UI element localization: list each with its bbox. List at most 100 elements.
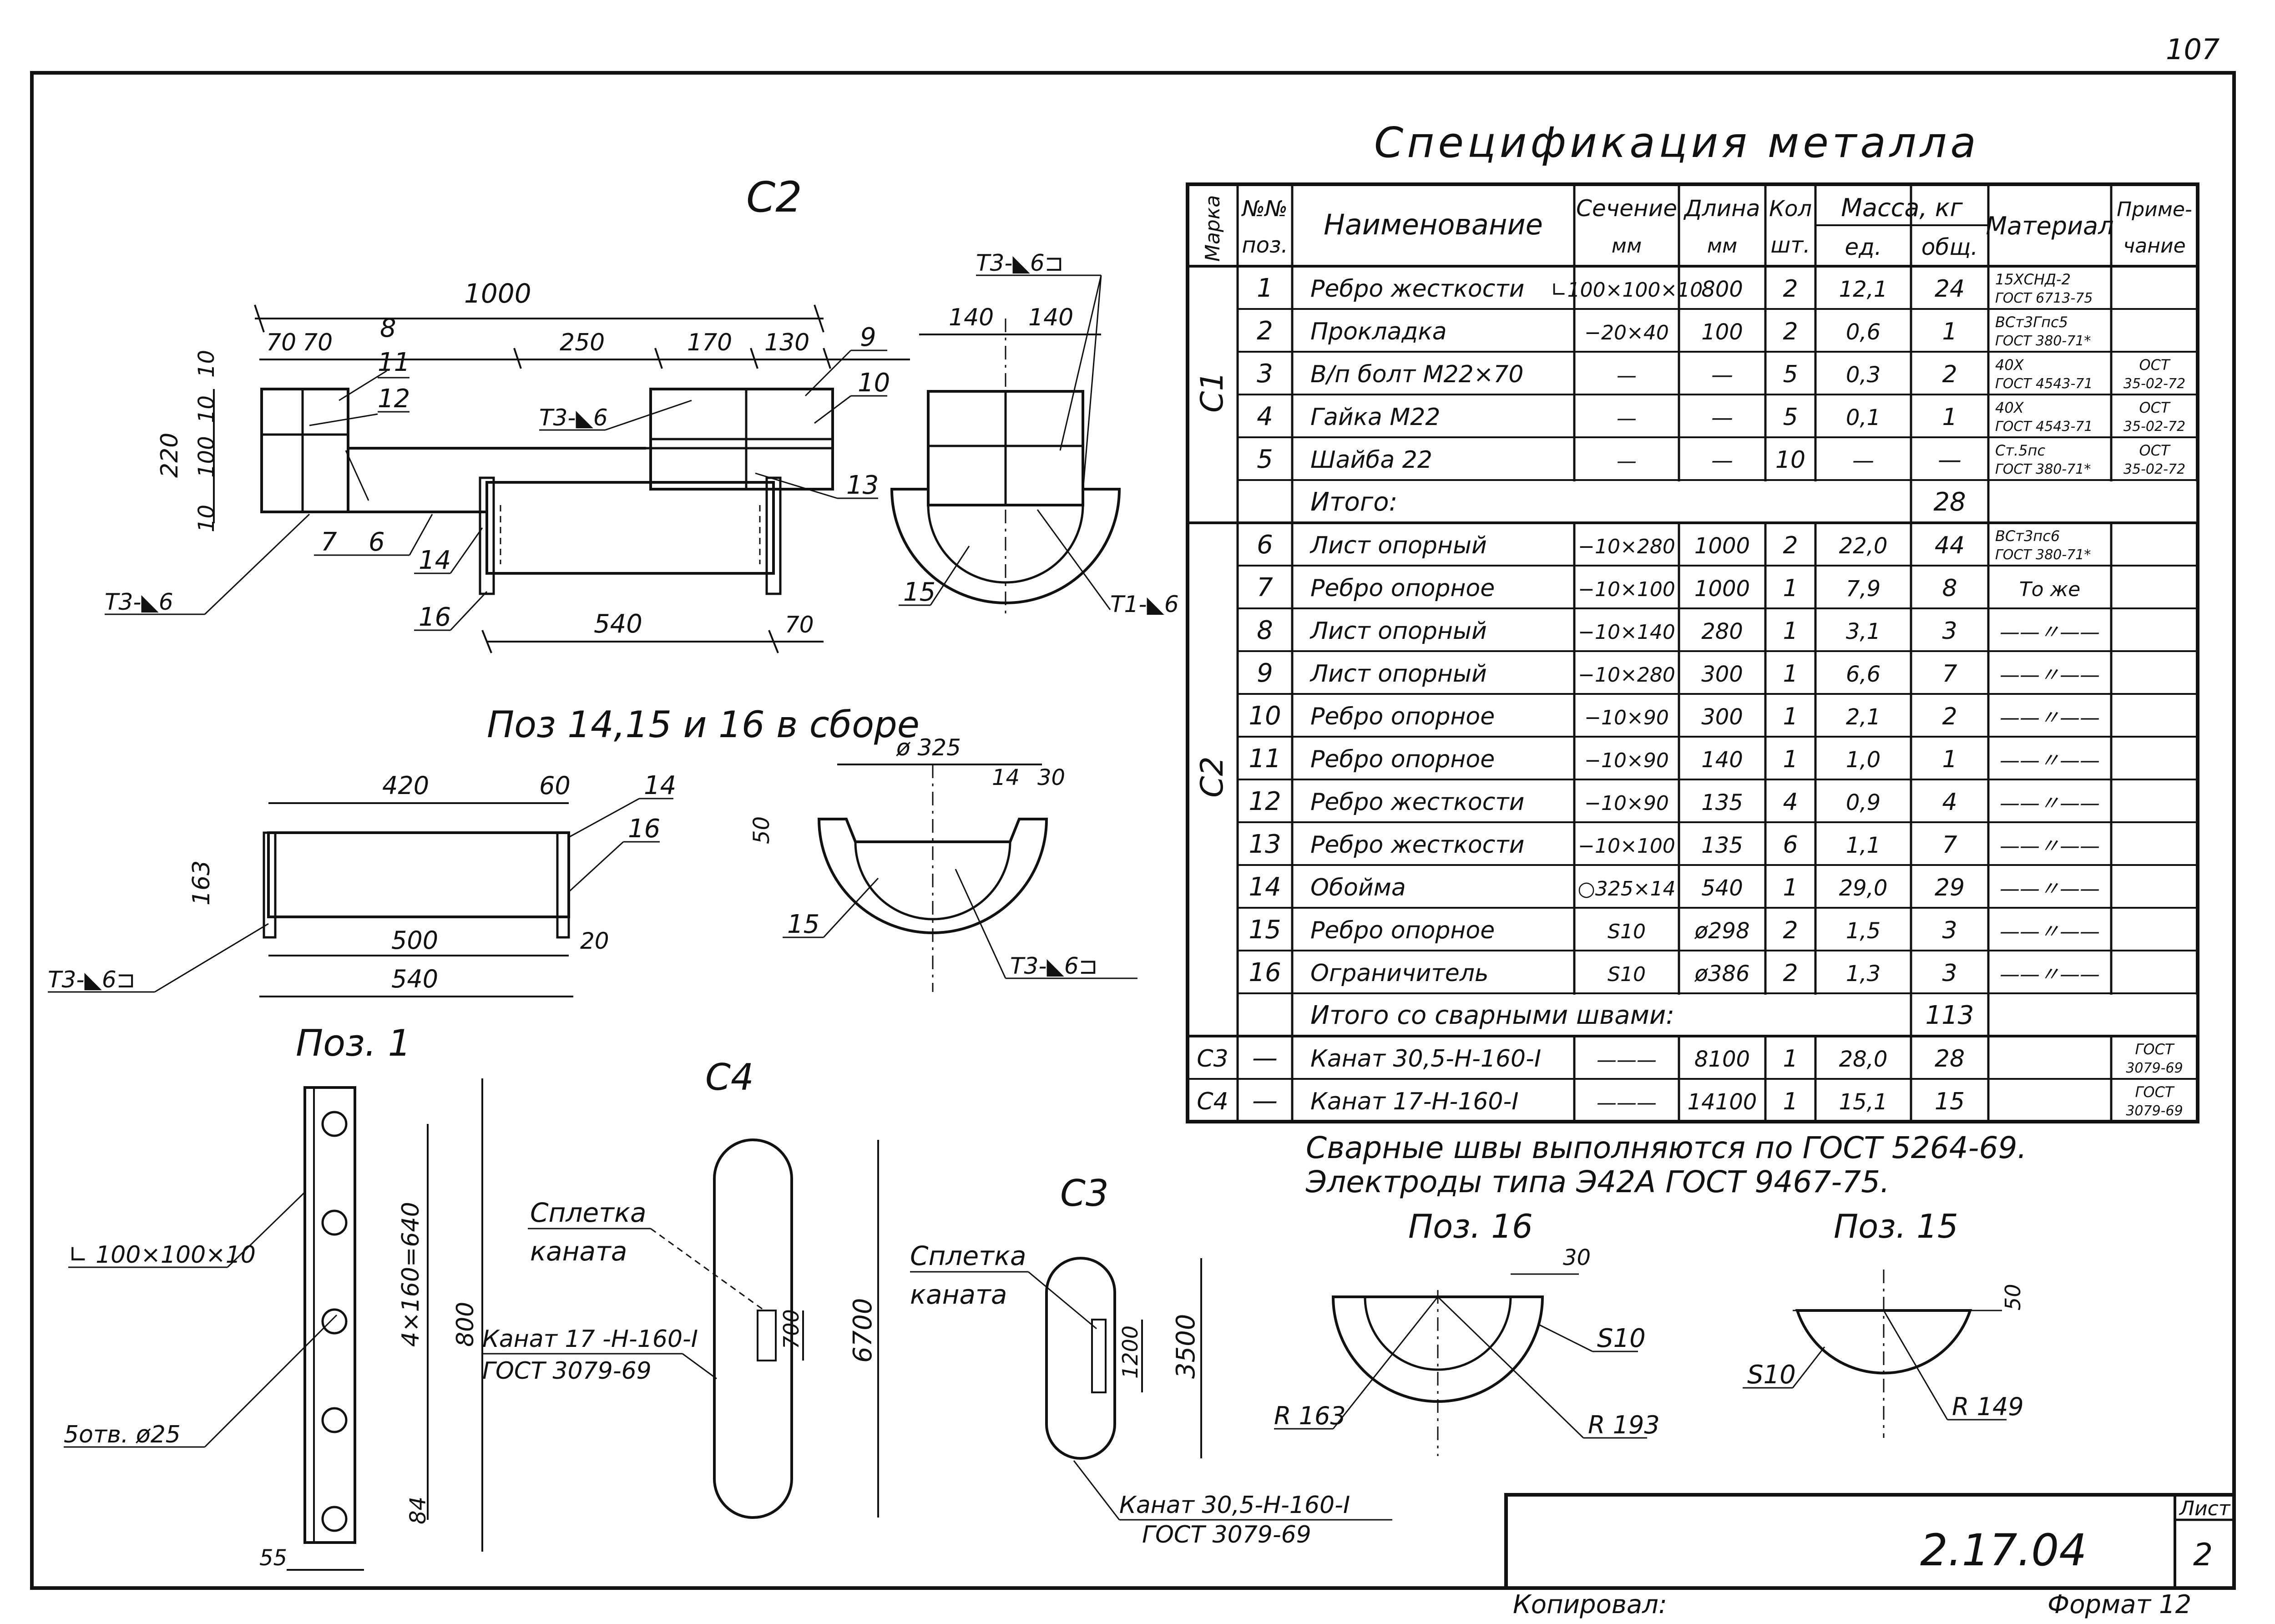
spec-row-length: 800 <box>1701 277 1743 302</box>
c2-dim-130: 130 <box>764 329 809 356</box>
pos15-title: Поз. 15 <box>1834 1207 1958 1245</box>
spec-row-total-mass: 3 <box>1942 917 1957 944</box>
pos1-holes-label: 5отв. ø25 <box>64 1421 181 1448</box>
pos1-dim-55: 55 <box>259 1545 287 1571</box>
spec-group-total-label: Итого со сварными швами: <box>1310 1001 1674 1030</box>
c2-dim-100: 100 <box>194 436 219 478</box>
spec-row-pos: 14 <box>1249 872 1281 902</box>
header-mass-total: общ. <box>1921 234 1978 260</box>
spec-row-unit-mass: 3,1 <box>1846 619 1881 644</box>
spec-row-name: Ребро опорное <box>1310 917 1495 944</box>
spec-row-qty: 1 <box>1783 660 1798 688</box>
header-note-1: Приме- <box>2117 198 2192 221</box>
spec-row-qty: 2 <box>1783 532 1798 559</box>
spec-row-section: — <box>1617 407 1637 430</box>
spec-row-name: Канат 17-Н-160-I <box>1310 1088 1519 1115</box>
spec-row-length: 135 <box>1701 833 1743 858</box>
c2-dim-10a: 10 <box>194 350 219 378</box>
spec-row-length: 8100 <box>1694 1047 1750 1072</box>
header-length-1: Длина <box>1684 195 1760 222</box>
spec-row-note: ОСТ <box>2139 442 2171 459</box>
spec-row-section: S10 <box>1608 963 1646 986</box>
spec-row-qty: 5 <box>1783 361 1798 388</box>
assembly-dim-540: 540 <box>391 965 438 993</box>
c2-dim-220: 220 <box>156 433 183 478</box>
spec-row-unit-mass: 15,1 <box>1839 1089 1888 1115</box>
spec-row-unit-mass: 1,3 <box>1846 961 1881 987</box>
c3-splice-1: Сплетка <box>910 1240 1026 1271</box>
assembly-dim-163: 163 <box>188 860 215 906</box>
spec-row-material-std: ГОСТ 380-71* <box>1995 547 2091 563</box>
spec-row-section: −10×90 <box>1584 792 1669 815</box>
spec-row-length: 300 <box>1701 662 1743 687</box>
bolt-hole-5 <box>321 1506 348 1532</box>
spec-row-unit-mass: — <box>1852 448 1874 473</box>
spec-row-pos: 2 <box>1257 316 1273 346</box>
c2-dim-1000: 1000 <box>464 278 531 309</box>
spec-row-name: Ограничитель <box>1310 960 1489 987</box>
spec-row-section: −10×280 <box>1578 663 1675 687</box>
assembly-dim-60: 60 <box>539 771 571 800</box>
spec-row-material: ——〃—— <box>2000 963 2100 986</box>
spec-row-pos: 1 <box>1257 273 1273 303</box>
view-assembly: Поз 14,15 и 16 в сборе 420 60 14 16 163 … <box>48 703 1138 997</box>
spec-row-pos: 9 <box>1257 658 1273 688</box>
spec-row-length: 280 <box>1701 619 1743 644</box>
spec-row-pos: 6 <box>1257 530 1273 560</box>
c4-title: С4 <box>705 1056 754 1098</box>
spec-row-material: 15ХСНД-2 <box>1995 271 2071 288</box>
spec-row-note-std: 35-02-72 <box>2123 419 2185 435</box>
assembly-dim-500: 500 <box>391 926 438 955</box>
spec-row-unit-mass: 0,1 <box>1846 405 1881 430</box>
spec-row-unit-mass: 0,6 <box>1846 319 1881 345</box>
spec-row-unit-mass: 1,5 <box>1846 918 1881 944</box>
c4-splice-2: каната <box>530 1236 627 1267</box>
spec-row-unit-mass: 22,0 <box>1839 533 1888 559</box>
spec-row-section: ○325×14 <box>1577 877 1675 901</box>
spec-row-pos: — <box>1252 1043 1278 1073</box>
assembly-title: Поз 14,15 и 16 в сборе <box>487 703 920 746</box>
spec-row-section: −10×100 <box>1578 578 1675 601</box>
spec-row-total-mass: 8 <box>1942 575 1957 602</box>
spec-row-section: −10×140 <box>1578 621 1675 644</box>
header-qty-2: шт. <box>1770 233 1810 258</box>
c2-mark-15: 15 <box>903 577 935 607</box>
spec-row-pos: 10 <box>1249 701 1281 731</box>
spec-row-pos: 7 <box>1257 573 1273 602</box>
spec-row-qty: 2 <box>1783 960 1798 987</box>
spec-row-material: ——〃—— <box>2000 621 2100 644</box>
spec-row-length: ø298 <box>1694 918 1750 944</box>
spec-row-section: ——— <box>1597 1091 1657 1114</box>
c2-dim-140b: 140 <box>1028 304 1073 331</box>
spec-row-pos: 16 <box>1249 958 1281 987</box>
spec-row-name: Канат 30,5-Н-160-I <box>1310 1045 1541 1073</box>
c4-dim-6700: 6700 <box>848 1298 878 1363</box>
view-pos15: Поз. 15 50 S10 R 149 <box>1743 1207 2025 1438</box>
spec-row-total-mass: 1 <box>1942 746 1957 773</box>
spec-row-unit-mass: 1,1 <box>1846 833 1881 858</box>
c3-title: С3 <box>1060 1172 1109 1214</box>
spec-row-material-std: ГОСТ 380-71* <box>1995 461 2091 477</box>
header-note-2: чание <box>2123 234 2185 258</box>
spec-row-material-std: ГОСТ 6713-75 <box>1995 290 2093 306</box>
c3-rope-2: ГОСТ 3079-69 <box>1142 1521 1311 1548</box>
spec-row-material: То же <box>2019 578 2081 601</box>
c2-dim-10b: 10 <box>194 505 219 532</box>
spec-group-mark: С1 <box>1194 371 1230 413</box>
assembly-dim-20: 20 <box>580 928 609 954</box>
header-section-2: мм <box>1612 234 1642 258</box>
spec-group-total: 28 <box>1933 487 1966 517</box>
spec-row-note: ОСТ <box>2139 356 2171 374</box>
header-material: Материал <box>1986 212 2113 240</box>
spec-row-length: 140 <box>1701 747 1743 773</box>
c2-weld-4: Т1-◣6 <box>1110 591 1179 617</box>
spec-row-material: ——〃—— <box>2000 792 2100 815</box>
spec-row-name: Ребро опорное <box>1310 703 1495 730</box>
sheet-number: 2 <box>2193 1537 2213 1573</box>
spec-row-unit-mass: 1,0 <box>1846 747 1881 773</box>
spec-row-section: −10×90 <box>1584 749 1669 772</box>
spec-row-length: 1000 <box>1694 533 1750 559</box>
assembly-mark-16: 16 <box>628 814 660 844</box>
spec-row-material: 40Х <box>1995 356 2024 374</box>
spec-row-material: ——〃—— <box>2000 877 2100 901</box>
